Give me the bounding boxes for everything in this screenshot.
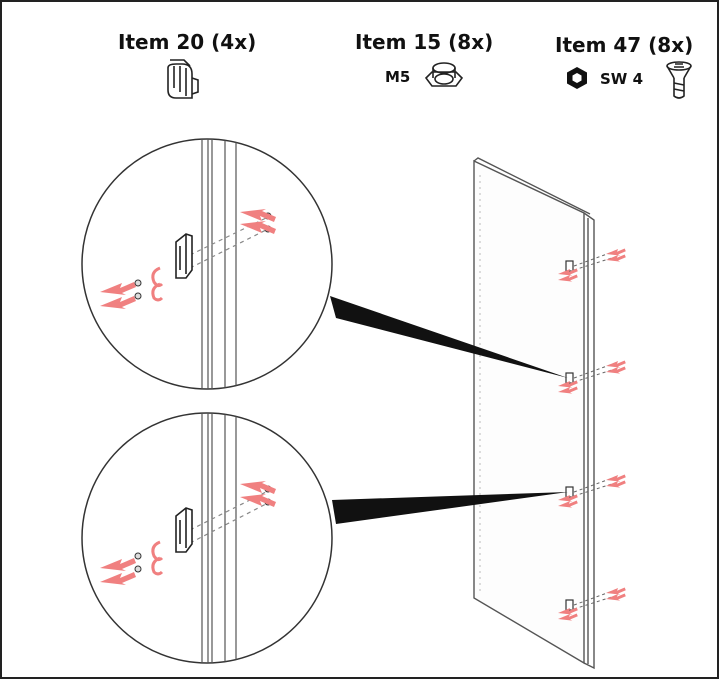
part-label-item-15: Item 15 (8x) [355, 30, 494, 54]
zoom-leader-top [330, 296, 568, 378]
hex-key-icon [567, 67, 587, 89]
detail-view-top [81, 138, 333, 390]
part-label-item-47: Item 47 (8x) [555, 33, 694, 57]
countersunk-screw-icon [666, 61, 692, 99]
part-spec-sw4: SW 4 [600, 70, 644, 88]
zoom-leader-bottom [332, 492, 568, 524]
clip-bracket-icon [167, 59, 199, 99]
detail-view-bottom [81, 412, 333, 664]
glass-panel [473, 157, 595, 670]
part-spec-m5: M5 [385, 68, 411, 86]
hex-nut-icon [424, 62, 464, 87]
panel-fittings [558, 248, 626, 621]
part-label-item-20: Item 20 (4x) [118, 30, 257, 54]
